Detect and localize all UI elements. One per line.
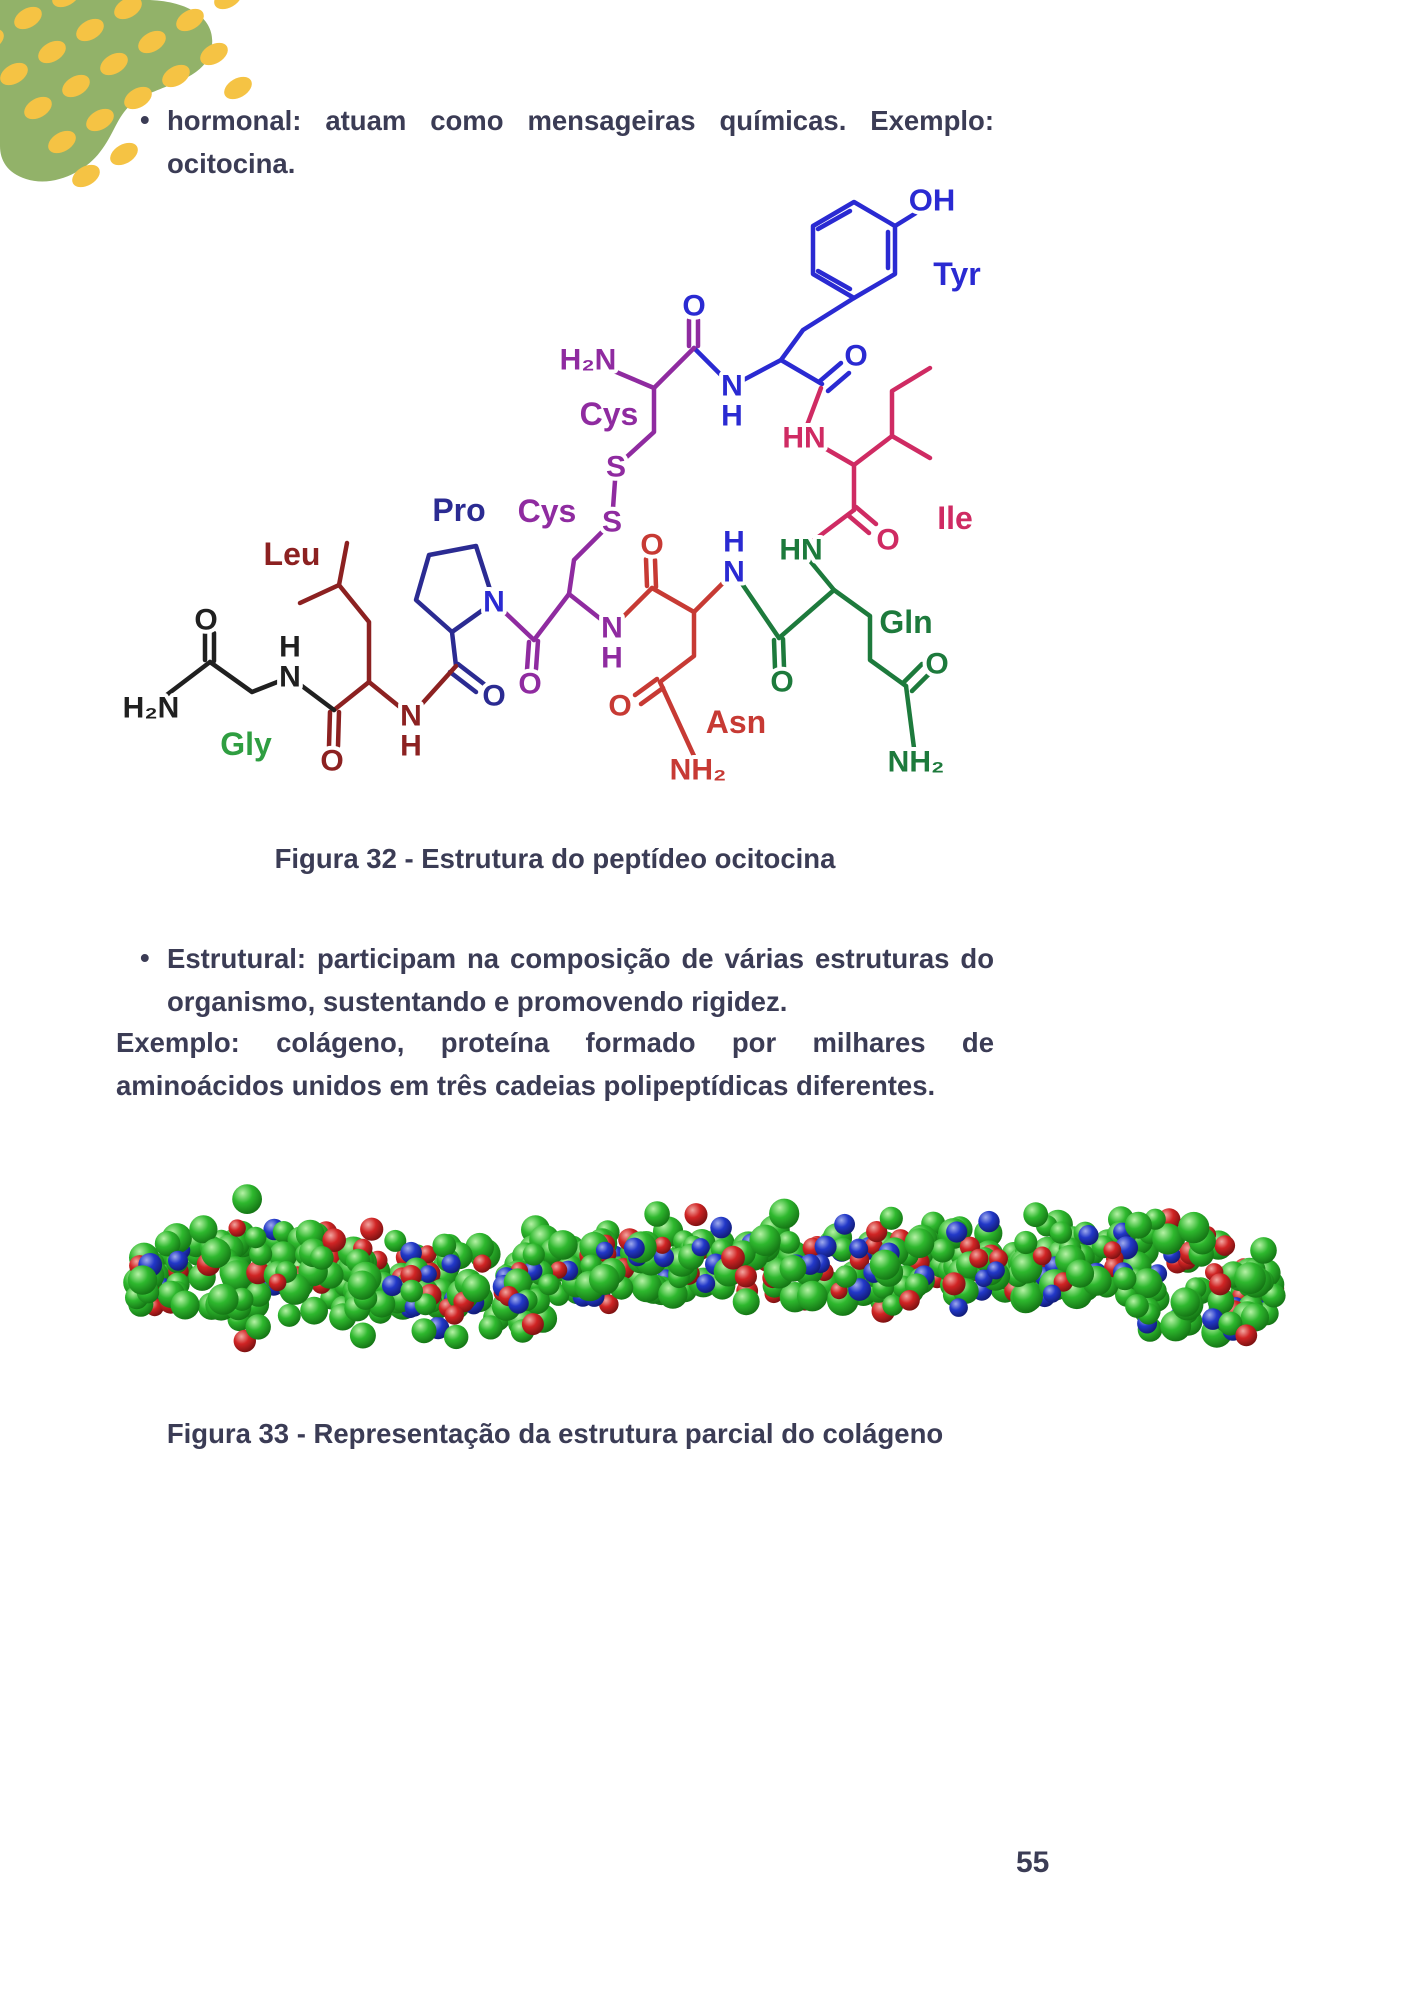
svg-text:O: O — [320, 745, 343, 778]
yellow-dots-pattern — [0, 0, 252, 188]
bond-lines — [157, 199, 933, 759]
collagen-structure-image — [123, 1184, 1286, 1353]
bullet-hormonal: • hormonal: atuam como mensageiras quími… — [116, 100, 994, 186]
svg-text:S: S — [606, 451, 626, 484]
svg-text:H: H — [723, 526, 745, 559]
svg-text:Cys: Cys — [518, 493, 577, 529]
svg-text:Tyr: Tyr — [933, 256, 980, 292]
bullet-list: • Estrutural: participam na composição d… — [116, 938, 994, 1024]
svg-text:N: N — [723, 556, 745, 589]
svg-text:S: S — [602, 506, 622, 539]
svg-text:NH₂: NH₂ — [670, 754, 727, 787]
bullet-hormonal-text: hormonal: atuam como mensageiras química… — [167, 105, 994, 179]
svg-text:O: O — [770, 666, 793, 699]
bullet-marker: • — [140, 104, 150, 135]
figure33-caption: Figura 33 - Representação da estrutura p… — [166, 1418, 944, 1449]
svg-text:N: N — [601, 612, 623, 645]
svg-text:OH: OH — [909, 183, 956, 218]
svg-text:H₂N: H₂N — [123, 692, 180, 725]
svg-text:H: H — [721, 400, 743, 433]
svg-text:O: O — [682, 290, 705, 323]
figure-33-collagen-model — [122, 1172, 1292, 1375]
figure32-caption: Figura 32 - Estrutura do peptídeo ocitoc… — [274, 843, 836, 874]
svg-text:H: H — [601, 642, 623, 675]
svg-text:NH₂: NH₂ — [888, 746, 945, 779]
svg-text:H₂N: H₂N — [560, 344, 617, 377]
paragraph-exemplo-colageno: Exemplo: colágeno, proteína formado por … — [116, 1027, 994, 1101]
svg-text:H: H — [279, 631, 301, 664]
svg-text:O: O — [608, 690, 631, 723]
svg-text:N: N — [400, 700, 422, 733]
svg-text:Leu: Leu — [264, 536, 321, 572]
svg-text:HN: HN — [782, 422, 825, 455]
svg-text:N: N — [721, 370, 743, 403]
svg-text:N: N — [483, 586, 505, 619]
svg-text:Asn: Asn — [706, 704, 766, 740]
svg-text:N: N — [279, 661, 301, 694]
svg-text:O: O — [925, 648, 948, 681]
svg-text:O: O — [876, 524, 899, 557]
corner-decoration — [0, 0, 252, 188]
svg-text:O: O — [482, 680, 505, 713]
svg-text:O: O — [518, 668, 541, 701]
svg-text:O: O — [844, 340, 867, 373]
svg-text:Pro: Pro — [432, 492, 485, 528]
page-number: 55 — [1016, 1846, 1050, 1879]
svg-text:O: O — [640, 529, 663, 562]
bullet-estrutural: • Estrutural: participam na composição d… — [116, 938, 994, 1024]
svg-text:O: O — [194, 604, 217, 637]
svg-text:HN: HN — [779, 534, 822, 567]
bullet-list: • hormonal: atuam como mensageiras quími… — [116, 100, 994, 186]
collagen-spheres — [123, 1184, 1286, 1353]
svg-text:Cys: Cys — [580, 396, 639, 432]
atom-labels: OHTyrONHOH₂NCysSSCysNHOProNOLeuNHOH₂NHNO… — [119, 179, 985, 791]
svg-text:Gln: Gln — [879, 604, 932, 640]
svg-text:Ile: Ile — [937, 500, 973, 536]
bullet-marker: • — [140, 942, 150, 973]
oxytocin-structure-diagram: OHTyrONHOH₂NCysSSCysNHOProNOLeuNHOH₂NHNO… — [119, 179, 985, 791]
svg-text:H: H — [400, 730, 422, 763]
svg-text:Gly: Gly — [220, 726, 272, 762]
bullet-estrutural-text: Estrutural: participam na composição de … — [167, 943, 994, 1017]
